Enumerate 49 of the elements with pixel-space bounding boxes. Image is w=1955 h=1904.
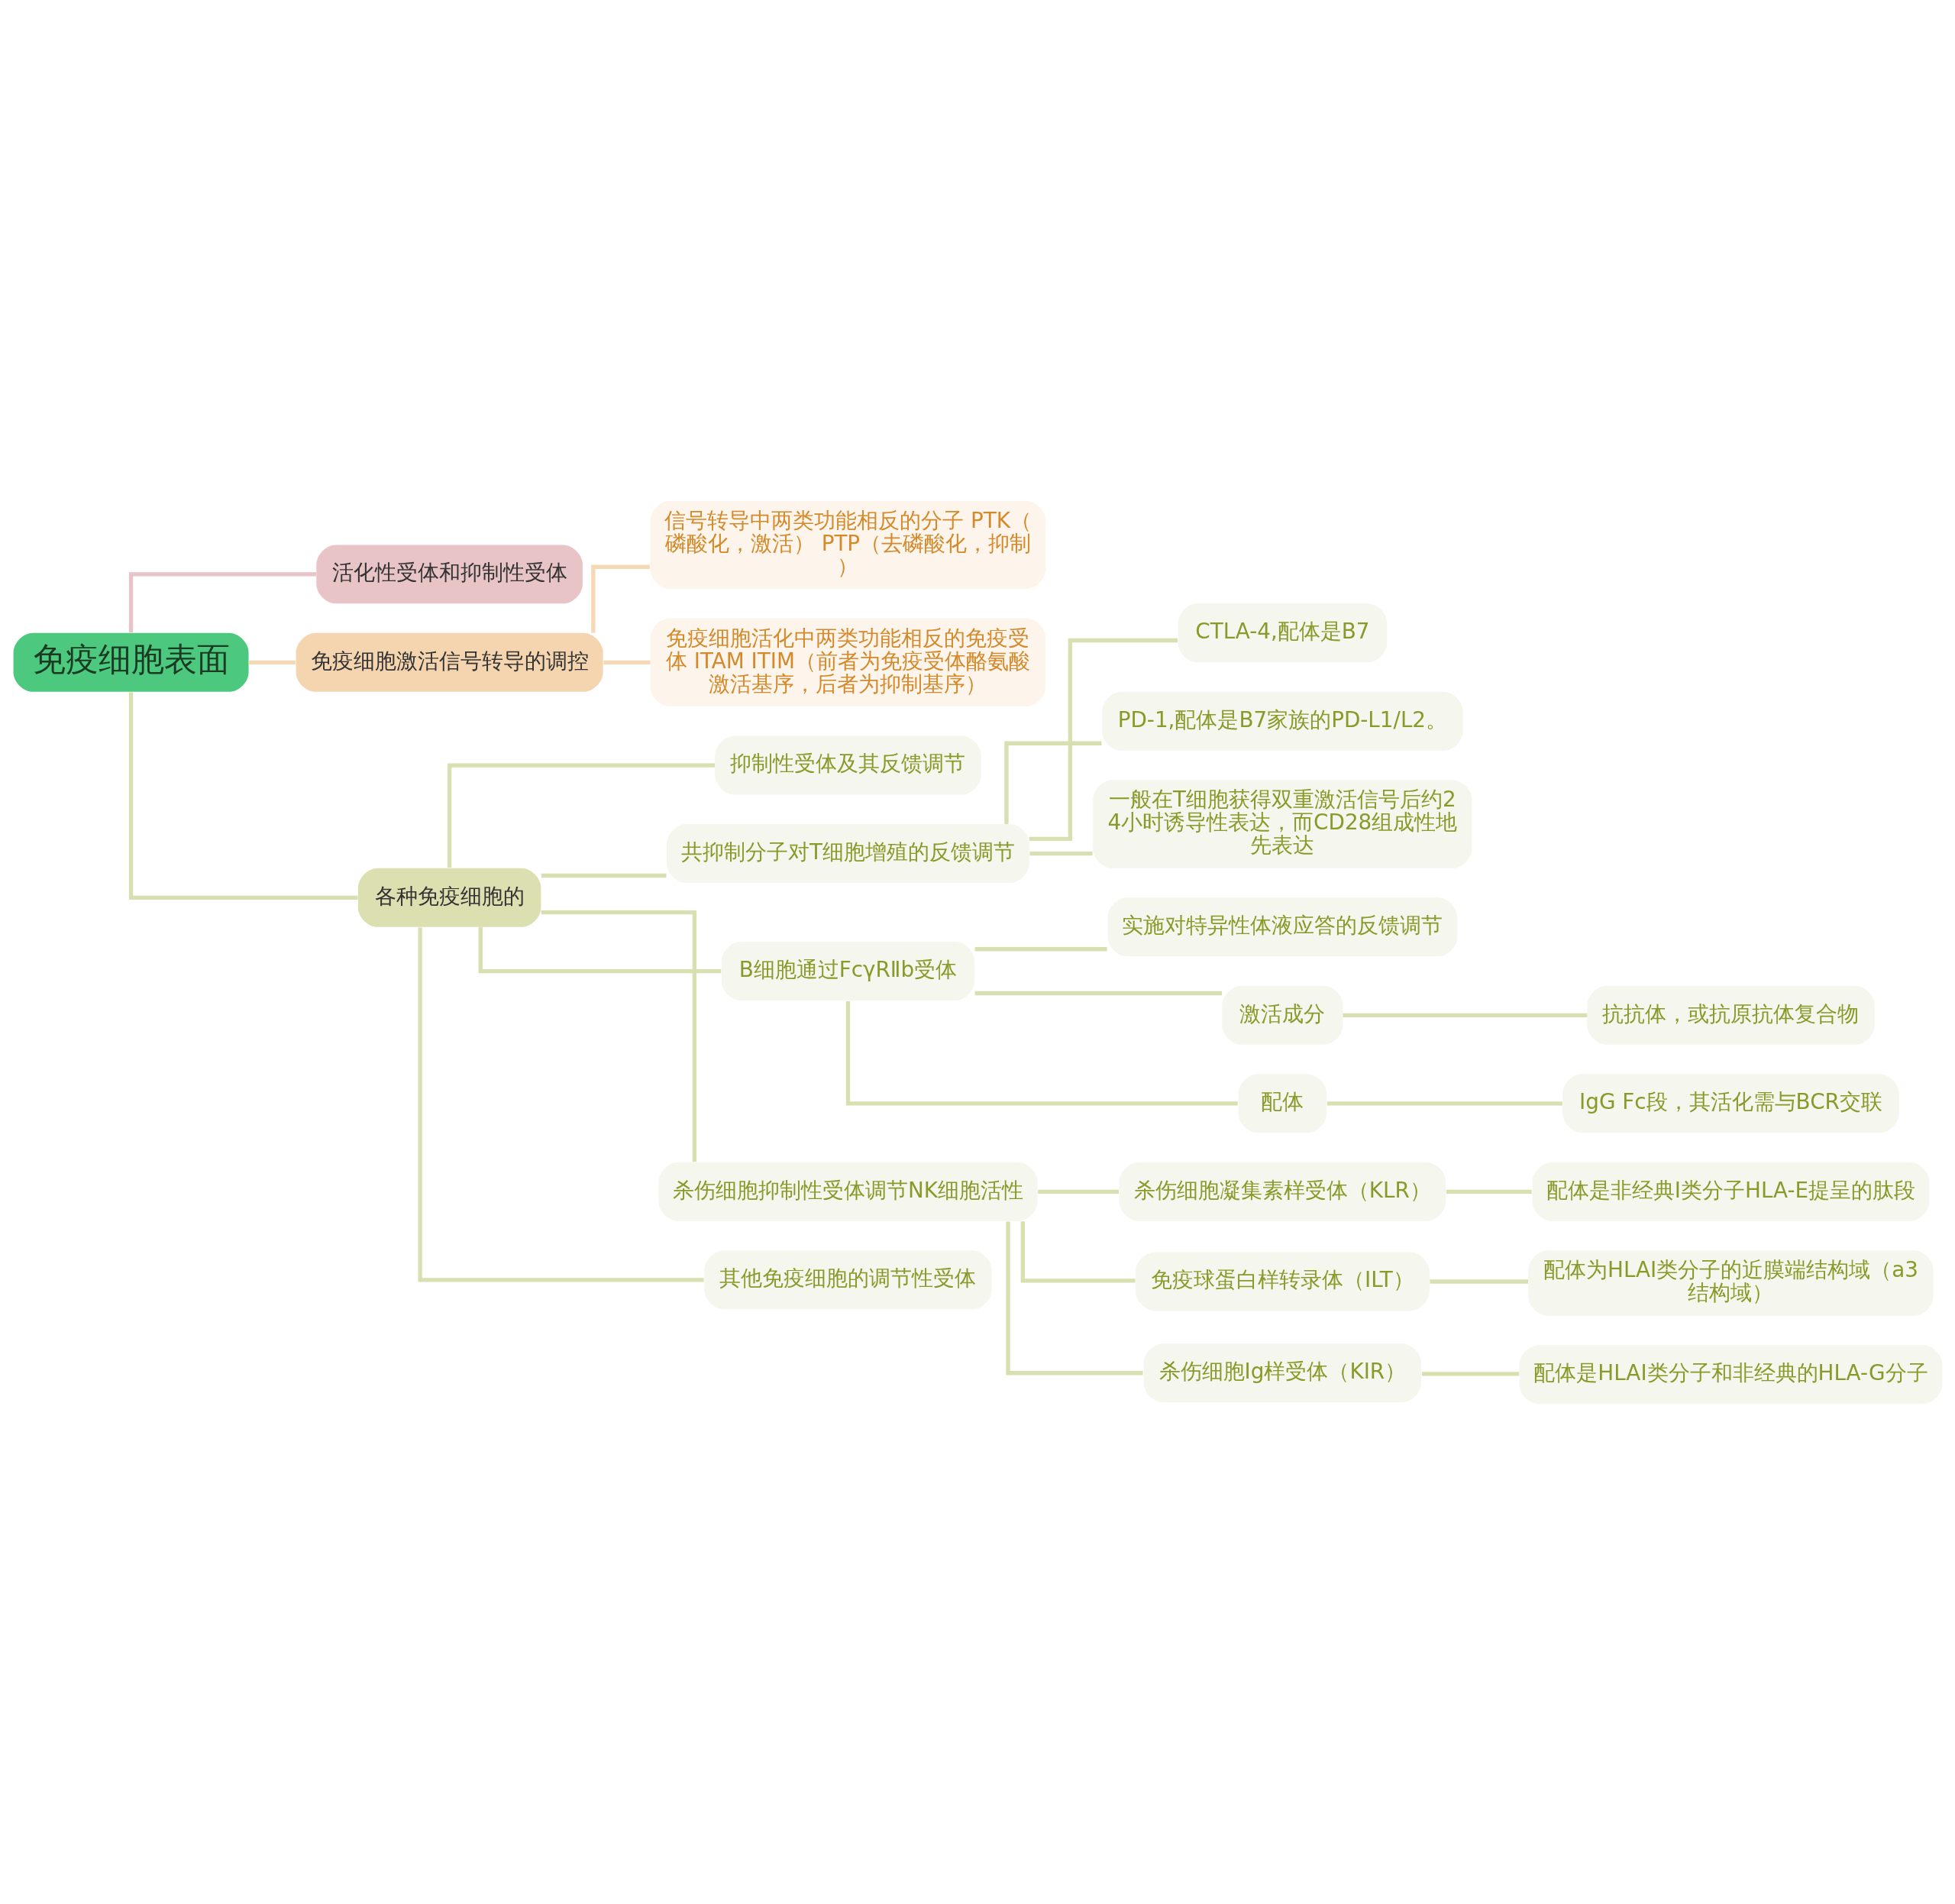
connector — [974, 991, 1222, 995]
node-box: CTLA-4,配体是B7 — [1178, 603, 1387, 662]
node-box: 免疫球蛋白样转录体（ILT） — [1135, 1251, 1430, 1311]
connector — [1029, 851, 1092, 855]
connector — [1343, 1013, 1587, 1017]
node-box: 杀伤细胞Ig样受体（KIR） — [1143, 1343, 1421, 1402]
connector — [1005, 1221, 1143, 1375]
node-box: 杀伤细胞抑制性受体调节NK细胞活性 — [658, 1162, 1038, 1221]
node-box: 配体是HLAⅠ类分子和非经典的HLA-G分子 — [1519, 1344, 1942, 1404]
connector — [845, 1000, 1238, 1105]
connector — [478, 926, 721, 973]
connector — [590, 564, 650, 632]
connector — [447, 762, 715, 868]
connector — [1326, 1101, 1562, 1105]
connector — [1429, 1278, 1528, 1284]
connector — [1020, 1220, 1135, 1283]
connector — [1037, 1189, 1119, 1194]
node-box: 激活成分 — [1221, 985, 1343, 1045]
connector — [974, 946, 1107, 951]
node-box: B细胞通过FcγRⅡb受体 — [721, 941, 974, 1000]
node-box: 免疫细胞表面 — [13, 632, 249, 692]
node-box: 免疫细胞激活信号转导的调控 — [296, 632, 603, 692]
connector — [1029, 638, 1178, 841]
node-box: 抑制性受体及其反馈调节 — [714, 735, 981, 795]
connector — [603, 660, 651, 664]
connector — [128, 691, 358, 900]
connector — [1003, 741, 1101, 824]
node-box: 信号转导中两类功能相反的分子 PTK（磷酸化，激活） PTP（去磷酸化，抑制） — [650, 500, 1045, 589]
node-box: 共抑制分子对T细胞增殖的反馈调节 — [666, 823, 1029, 883]
node-box: 配体是非经典Ⅰ类分子HLA-E提呈的肽段 — [1532, 1162, 1929, 1221]
node-box: 各种免疫细胞的 — [357, 868, 541, 927]
connector — [417, 927, 704, 1282]
node-box: 配体 — [1238, 1073, 1326, 1133]
node-box: 配体为HLAⅠ类分子的近膜端结构域（a3结构域） — [1527, 1249, 1934, 1316]
node-box: 实施对特异性体液应答的反馈调节 — [1107, 897, 1457, 956]
node-box: 免疫细胞活化中两类功能相反的免疫受体 ITAM ITIM（前者为免疫受体酪氨酸激活基序，后者为抑制基序） — [650, 618, 1045, 706]
node-box: 一般在T细胞获得双重激活信号后约24小时诱导性表达，而CD28组成性地先表达 — [1092, 779, 1472, 868]
node-box: 其他免疫细胞的调节性受体 — [703, 1249, 992, 1309]
connector — [1446, 1189, 1532, 1194]
connector — [541, 910, 696, 1162]
node-box: 活化性受体和抑制性受体 — [315, 544, 583, 603]
connector — [128, 571, 316, 632]
connector — [1421, 1371, 1519, 1375]
connector — [541, 873, 666, 878]
node-box: IgG Fc段，其活化需与BCR交联 — [1562, 1073, 1899, 1133]
connector — [248, 660, 296, 664]
node-box: 抗抗体，或抗原抗体复合物 — [1586, 985, 1875, 1045]
node-box: PD-1,配体是B7家族的PD-L1/L2。 — [1101, 691, 1463, 751]
node-box: 杀伤细胞凝集素样受体（KLR） — [1119, 1162, 1446, 1221]
